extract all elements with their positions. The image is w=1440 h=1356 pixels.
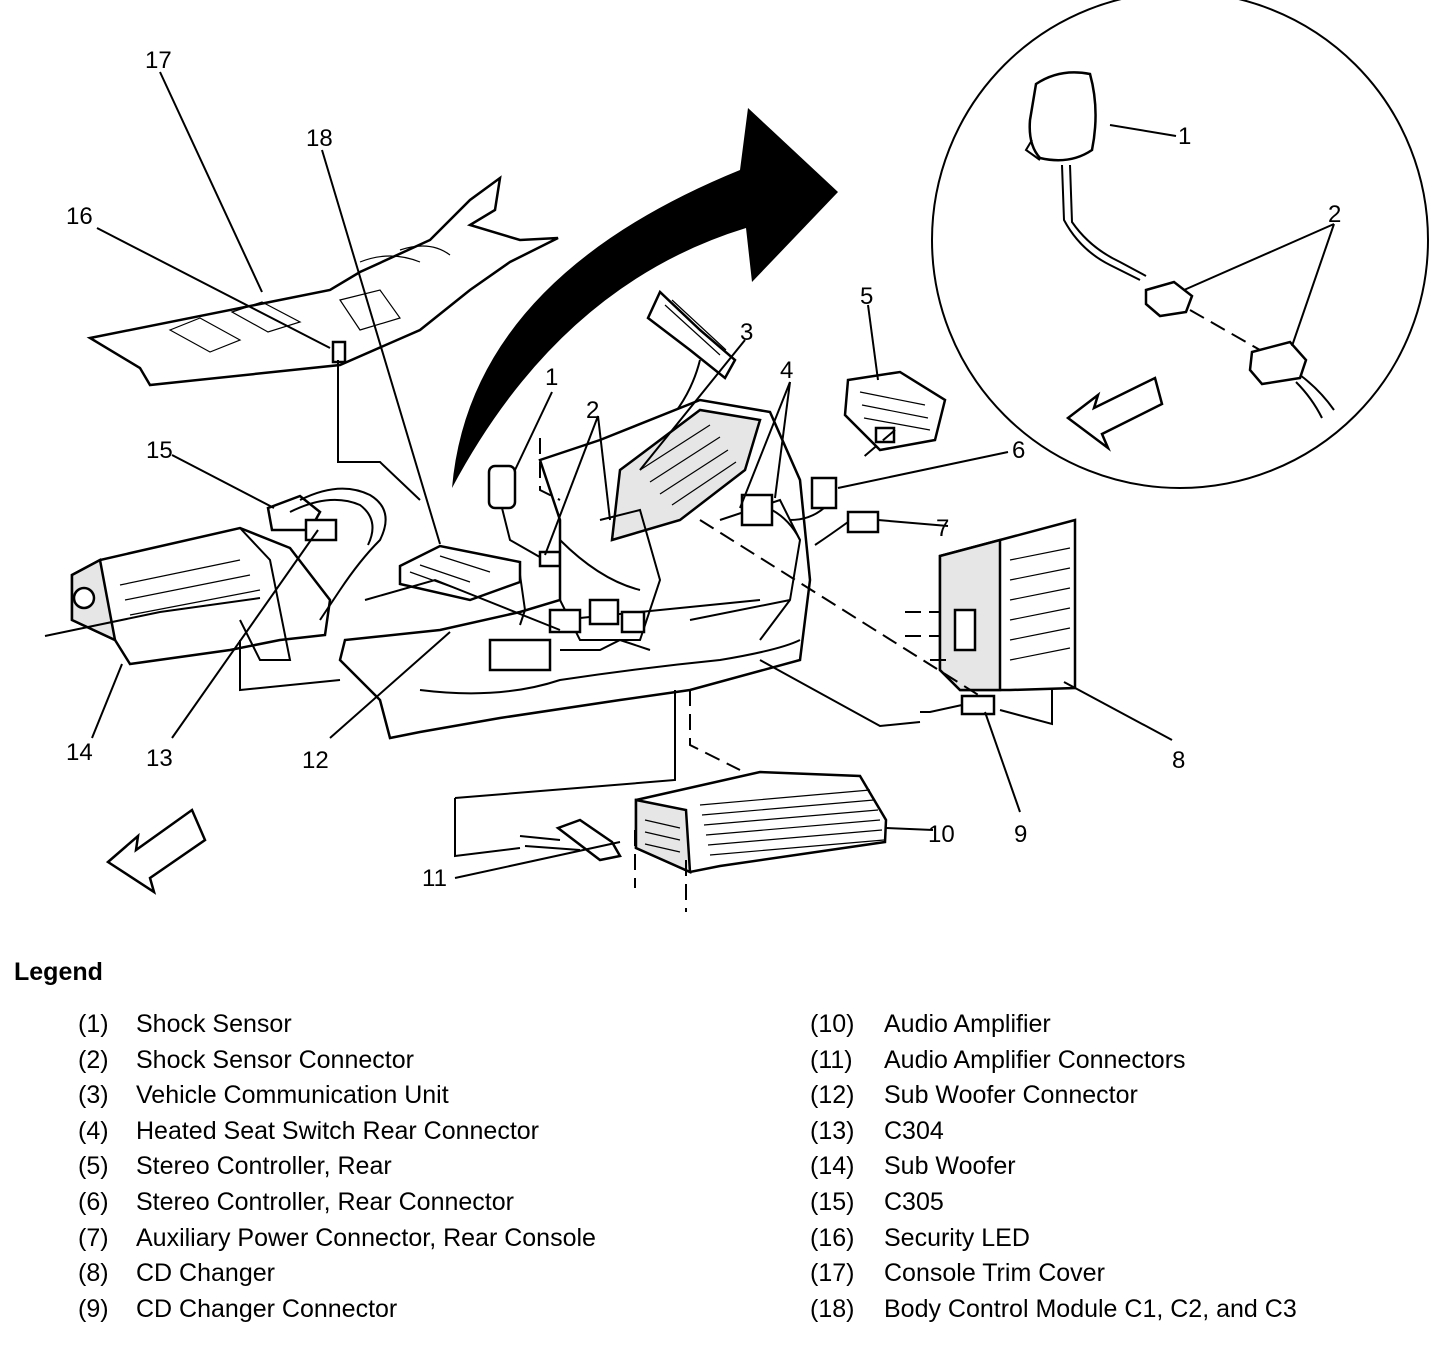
direction-arrow-icon [105, 808, 207, 895]
cd-changer [938, 518, 1077, 692]
legend-item-number: (7) [78, 1223, 109, 1252]
callout-11: 11 [422, 865, 447, 892]
legend-item-label: Console Trim Cover [884, 1259, 1105, 1288]
legend-item-label: C305 [884, 1187, 944, 1216]
legend-item: (14) Sub Woofer [810, 1152, 1297, 1188]
legend-item: (6) Stereo Controller, Rear Connector [78, 1188, 596, 1224]
component-locator-diagram: 17 18 16 15 1 2 3 4 5 6 7 8 9 10 11 12 1… [44, 0, 1429, 912]
inset-callout-2: 2 [1328, 201, 1341, 228]
callout-13: 13 [146, 745, 173, 772]
callout-15: 15 [146, 437, 173, 464]
legend-item-label: Sub Woofer Connector [884, 1081, 1138, 1110]
legend-item: (2) Shock Sensor Connector [78, 1046, 596, 1082]
callout-16: 16 [66, 203, 93, 230]
legend-item-label: Shock Sensor [136, 1010, 292, 1038]
legend-item-label: C304 [884, 1116, 944, 1145]
callout-4: 4 [780, 357, 793, 384]
shock-sensor-detail-inset [931, 0, 1429, 489]
callout-5: 5 [860, 283, 873, 310]
legend-item-number: (15) [810, 1187, 855, 1216]
callout-17: 17 [145, 47, 172, 74]
callout-8: 8 [1172, 747, 1185, 774]
sub-woofer [44, 526, 332, 666]
legend-item-number: (3) [78, 1081, 109, 1110]
legend-item-number: (18) [810, 1294, 855, 1323]
legend-item-label: Auxiliary Power Connector, Rear Console [136, 1223, 596, 1252]
legend-item: (18) Body Control Module C1, C2, and C3 [810, 1295, 1297, 1331]
legend-column-right: (10) Audio Amplifier (11) Audio Amplifier C… [810, 1010, 1297, 1330]
callout-14: 14 [66, 739, 93, 766]
legend-item-label: Shock Sensor Connector [136, 1045, 414, 1074]
legend-item-number: (6) [78, 1187, 109, 1216]
legend-item-label: Stereo Controller, Rear Connector [136, 1187, 514, 1216]
callout-1: 1 [545, 364, 558, 391]
legend-item-label: Audio Amplifier [884, 1010, 1051, 1038]
legend-item: (5) Stereo Controller, Rear [78, 1152, 596, 1188]
legend-item: (10) Audio Amplifier [810, 1010, 1297, 1046]
legend-item: (7) Auxiliary Power Connector, Rear Conso… [78, 1224, 596, 1260]
legend-item: (13) C304 [810, 1117, 1297, 1153]
legend-item-label: Audio Amplifier Connectors [884, 1045, 1186, 1074]
legend-item-number: (12) [810, 1081, 855, 1110]
security-led [331, 340, 347, 364]
legend-item-label: Vehicle Communication Unit [136, 1081, 449, 1110]
connectors-group [740, 476, 880, 546]
c305-harness [266, 487, 387, 621]
audio-amplifier [634, 770, 888, 874]
console-trim-cover [86, 175, 559, 387]
legend-item: (12) Sub Woofer Connector [810, 1081, 1297, 1117]
stereo-controller-rear [843, 370, 947, 452]
legend-title: Legend [14, 958, 103, 986]
callout-3: 3 [740, 319, 753, 346]
legend-item: (17) Console Trim Cover [810, 1259, 1297, 1295]
shock-sensor [487, 464, 562, 568]
legend-item-label: Sub Woofer [884, 1152, 1016, 1181]
legend-item-number: (16) [810, 1223, 855, 1252]
leader-lines [91, 71, 1335, 879]
legend-item-number: (11) [810, 1045, 853, 1074]
legend-item: (3) Vehicle Communication Unit [78, 1081, 596, 1117]
legend-item: (16) Security LED [810, 1224, 1297, 1260]
cd-changer-connector [920, 694, 996, 716]
callout-9: 9 [1014, 821, 1027, 848]
legend-item-label: Heated Seat Switch Rear Connector [136, 1116, 539, 1145]
legend-item: (11) Audio Amplifier Connectors [810, 1046, 1297, 1082]
legend-item-number: (13) [810, 1116, 855, 1145]
legend-item-number: (4) [78, 1116, 109, 1145]
curved-arrow [452, 108, 838, 488]
callout-7: 7 [936, 515, 949, 542]
legend-item-number: (1) [78, 1010, 109, 1038]
legend-item-label: Stereo Controller, Rear [136, 1152, 392, 1181]
inset-direction-arrow-icon [1065, 376, 1164, 452]
legend-item-number: (17) [810, 1259, 855, 1288]
legend-item-label: CD Changer Connector [136, 1294, 398, 1323]
legend-item-number: (14) [810, 1152, 855, 1181]
legend-item-number: (8) [78, 1259, 109, 1288]
rear-console-body [338, 398, 812, 740]
legend-column-left: (1) Shock Sensor (2) Shock Sensor Connector… [78, 1010, 596, 1330]
legend-item-number: (9) [78, 1294, 109, 1323]
legend-item: (4) Heated Seat Switch Rear Connector [78, 1117, 596, 1153]
legend-item: (9) CD Changer Connector [78, 1295, 596, 1331]
legend-item-label: CD Changer [136, 1259, 275, 1288]
callout-2: 2 [586, 397, 599, 424]
callout-6: 6 [1012, 437, 1025, 464]
inset-callout-1: 1 [1178, 123, 1191, 150]
legend-item-number: (5) [78, 1152, 109, 1181]
legend-item-number: (10) [810, 1010, 855, 1038]
legend-item: (8) CD Changer [78, 1259, 596, 1295]
callout-labels: 17 18 16 15 1 2 3 4 5 6 7 8 9 10 11 12 1… [66, 47, 1341, 892]
callout-12: 12 [302, 747, 329, 774]
callout-10: 10 [928, 821, 955, 848]
body-control-module [398, 544, 527, 626]
reference-lines [239, 360, 1053, 912]
audio-amplifier-connectors [519, 818, 622, 862]
legend-item-number: (2) [78, 1045, 109, 1074]
legend-item: (15) C305 [810, 1188, 1297, 1224]
legend-item: (1) Shock Sensor [78, 1010, 596, 1046]
legend-item-label: Security LED [884, 1223, 1030, 1252]
callout-18: 18 [306, 125, 333, 152]
legend-item-label: Body Control Module C1, C2, and C3 [884, 1294, 1297, 1323]
